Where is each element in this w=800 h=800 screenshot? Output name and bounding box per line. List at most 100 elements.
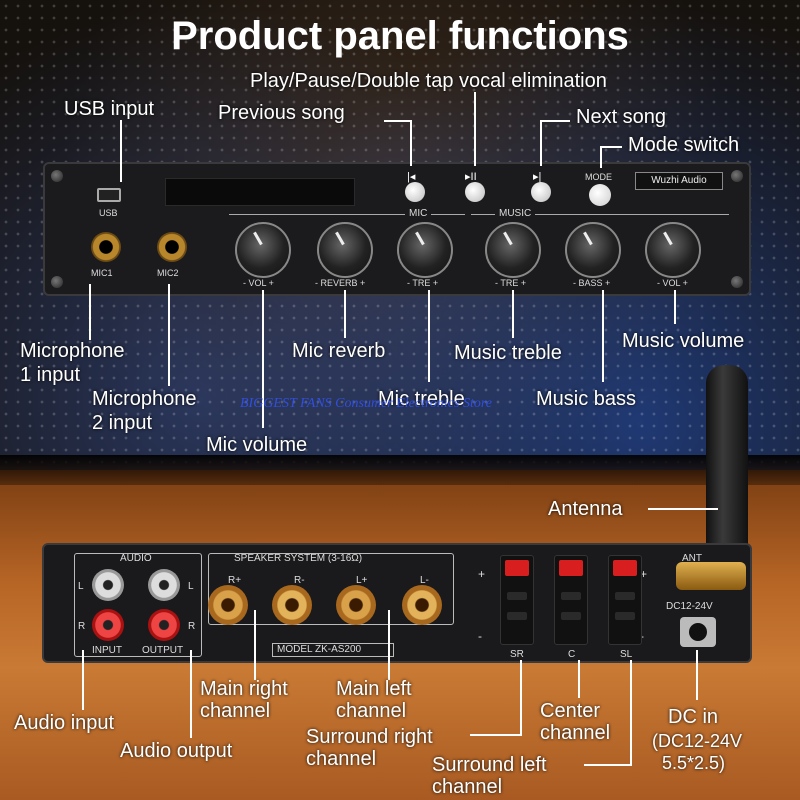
output-left-rca[interactable] xyxy=(148,569,180,601)
surround-right-clip[interactable] xyxy=(500,555,534,645)
input-label: INPUT xyxy=(92,645,122,656)
leader-line xyxy=(540,120,542,166)
knob-label: - BASS + xyxy=(573,278,611,288)
screw xyxy=(51,276,63,288)
audio-box-label: AUDIO xyxy=(120,553,152,564)
leader-line xyxy=(388,610,390,680)
music-bass-callout: Music bass xyxy=(536,388,637,410)
audio-io-box xyxy=(74,553,202,657)
clip-slot xyxy=(561,592,581,600)
mic2-callout-line2: 2 input xyxy=(92,412,153,434)
leader-line xyxy=(410,120,412,166)
next-song-callout: Next song xyxy=(576,106,667,128)
surround-left-callout-line1: Surround left xyxy=(432,754,547,776)
mic2-jack-label: MIC2 xyxy=(157,268,179,278)
music-volume-knob[interactable] xyxy=(645,222,701,278)
right-channel-label: R xyxy=(188,621,196,632)
leader-line xyxy=(384,120,412,122)
next-icon: ▸| xyxy=(533,171,542,183)
surround-left-callout-line2: channel xyxy=(432,776,503,798)
screw xyxy=(51,170,63,182)
leader-line xyxy=(254,610,256,680)
knob-label: - TRE + xyxy=(407,278,439,288)
mic2-callout-line1: Microphone xyxy=(92,388,197,410)
dc-in-callout-line2: (DC12-24V xyxy=(652,731,743,751)
play-pause-button[interactable] xyxy=(465,182,485,202)
main-right-negative-post[interactable] xyxy=(272,585,312,625)
mic-reverb-knob[interactable] xyxy=(317,222,373,278)
usb-input-callout: USB input xyxy=(64,98,155,120)
mic-treble-knob[interactable] xyxy=(397,222,453,278)
main-right-positive-post[interactable] xyxy=(208,585,248,625)
mic-volume-callout: Mic volume xyxy=(206,434,308,456)
main-left-callout-line1: Main left xyxy=(336,678,412,700)
clip-slot xyxy=(561,612,581,620)
dc-label: DC12-24V xyxy=(666,601,713,612)
main-left-negative-post[interactable] xyxy=(402,585,442,625)
mic1-jack[interactable] xyxy=(91,232,121,262)
usb-port-label: USB xyxy=(99,208,118,218)
page-title: Product panel functions xyxy=(171,14,629,58)
leader-line xyxy=(190,650,192,738)
mic1-callout-line1: Microphone xyxy=(20,340,125,362)
antenna-connector[interactable] xyxy=(676,562,746,590)
screw xyxy=(731,276,743,288)
surround-right-callout-line1: Surround right xyxy=(306,726,433,748)
clip-lever xyxy=(505,560,529,576)
mic-group-line xyxy=(229,214,465,215)
post-label: R+ xyxy=(228,575,242,586)
minus-label: - xyxy=(640,629,644,643)
brand-badge: Wuzhi Audio xyxy=(635,172,723,190)
clip-lever xyxy=(559,560,583,576)
leader-line xyxy=(428,290,430,382)
main-left-callout-line2: channel xyxy=(336,700,407,722)
leader-line xyxy=(89,284,91,340)
dc-power-jack[interactable] xyxy=(680,617,716,647)
leader-line xyxy=(630,660,632,764)
music-group-line xyxy=(471,214,729,215)
right-channel-label: R xyxy=(78,621,86,632)
leader-line xyxy=(168,284,170,386)
led-display xyxy=(165,178,355,206)
post-label: L+ xyxy=(356,575,368,586)
previous-button[interactable] xyxy=(405,182,425,202)
antenna-callout: Antenna xyxy=(548,498,623,520)
leader-line xyxy=(470,734,522,736)
c-label: C xyxy=(568,649,576,660)
previous-song-callout: Previous song xyxy=(218,102,345,124)
leader-line xyxy=(344,290,346,338)
antenna xyxy=(706,365,748,575)
left-channel-label: L xyxy=(188,581,194,592)
mic-reverb-callout: Mic reverb xyxy=(292,340,386,362)
store-watermark: BIGGEST FANS Consumer Electronics Store xyxy=(240,396,492,411)
output-right-rca[interactable] xyxy=(148,609,180,641)
music-treble-knob[interactable] xyxy=(485,222,541,278)
leader-line xyxy=(648,508,718,510)
mode-switch-callout: Mode switch xyxy=(628,134,740,156)
sl-label: SL xyxy=(620,649,633,660)
center-clip[interactable] xyxy=(554,555,588,645)
main-left-positive-post[interactable] xyxy=(336,585,376,625)
music-group-label: MUSIC xyxy=(495,208,536,219)
usb-port[interactable] xyxy=(97,188,121,202)
mic1-callout-line2: 1 input xyxy=(20,364,81,386)
clip-slot xyxy=(507,612,527,620)
input-left-rca[interactable] xyxy=(92,569,124,601)
clip-lever xyxy=(613,560,637,576)
next-button[interactable] xyxy=(531,182,551,202)
mode-button[interactable] xyxy=(589,184,611,206)
shelf-shadow xyxy=(0,455,800,485)
mic-volume-knob[interactable] xyxy=(235,222,291,278)
surround-left-clip[interactable] xyxy=(608,555,642,645)
music-volume-callout: Music volume xyxy=(622,330,745,352)
mic2-jack[interactable] xyxy=(157,232,187,262)
music-bass-knob[interactable] xyxy=(565,222,621,278)
input-right-rca[interactable] xyxy=(92,609,124,641)
rear-panel: AUDIO L R L R INPUT OUTPUT SPEAKER SYSTE… xyxy=(42,543,752,663)
left-channel-label: L xyxy=(78,581,84,592)
leader-line xyxy=(262,290,264,428)
leader-line xyxy=(696,650,698,700)
center-callout-line1: Center xyxy=(540,700,601,722)
output-label: OUTPUT xyxy=(142,645,184,656)
audio-input-callout: Audio input xyxy=(14,712,115,734)
